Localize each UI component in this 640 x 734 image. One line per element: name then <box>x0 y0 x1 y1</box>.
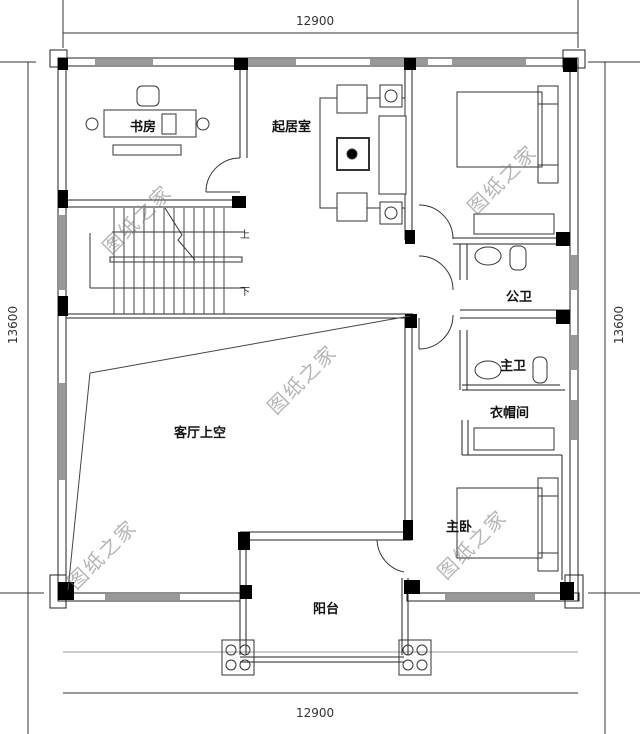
interior-walls <box>66 66 570 663</box>
living-void-outline <box>67 315 411 591</box>
room-label-master-bedroom: 主卧 <box>446 520 473 535</box>
dimension-top <box>62 0 579 48</box>
dimension-bottom-label: 12900 <box>296 706 335 720</box>
bedroom-furniture <box>456 85 559 572</box>
windows-right <box>571 255 577 440</box>
stair-down-label: 下 <box>240 287 250 298</box>
room-label-balcony: 阳台 <box>313 602 340 617</box>
structural-columns <box>58 58 577 600</box>
dimension-left <box>0 61 44 734</box>
room-label-master-bath: 主卫 <box>500 359 527 374</box>
dimension-right-label: 13600 <box>612 305 627 345</box>
dimension-bottom <box>63 651 578 694</box>
staircase <box>89 207 245 314</box>
room-label-public-bath: 公卫 <box>506 290 533 305</box>
dimension-left-label: 13600 <box>6 305 21 345</box>
study-furniture <box>85 85 210 156</box>
windows-bottom <box>105 594 535 600</box>
stair-up-label: 上 <box>240 230 250 241</box>
windows-top <box>95 59 526 65</box>
bath-fixtures <box>474 245 548 384</box>
doors <box>205 157 454 573</box>
dimension-right <box>588 61 640 734</box>
windows-left <box>59 215 65 480</box>
room-label-sitting-room: 起居室 <box>272 120 312 135</box>
room-label-living-void: 客厅上空 <box>174 426 227 441</box>
room-label-walk-in-closet: 衣帽间 <box>490 406 530 421</box>
sitting-room-furniture <box>319 84 407 225</box>
room-label-study: 书房 <box>130 120 157 135</box>
dimension-top-label: 12900 <box>296 14 335 28</box>
balcony-planters <box>221 639 432 676</box>
